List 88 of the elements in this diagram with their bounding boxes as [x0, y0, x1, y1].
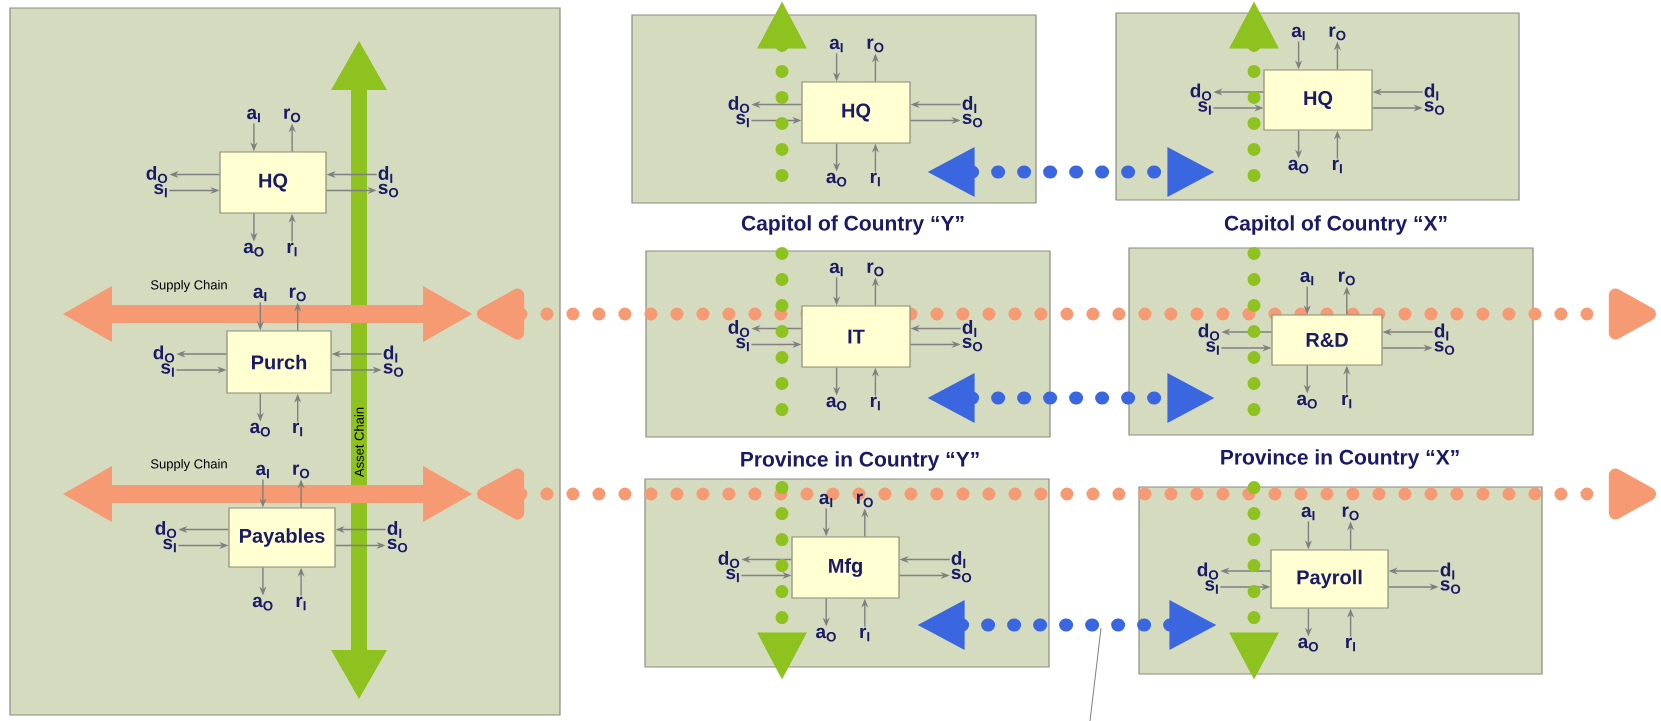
edge-label: d$_{I}$	[962, 320, 977, 337]
edge-label: r$_{O}$	[1338, 271, 1355, 286]
process-box: HQ	[1263, 69, 1373, 131]
edge-label: r$_{O}$	[1329, 26, 1346, 41]
edge-label: d$_{O}$	[146, 165, 168, 184]
edge-label: a$_{I}$	[253, 287, 267, 302]
edge-label: a$_{I}$	[1291, 26, 1305, 41]
process-box: Purch	[226, 330, 332, 394]
edge-label: d$_{I}$	[1434, 323, 1449, 341]
edge-label: r$_{I}$	[287, 242, 297, 257]
edge-label: a$_{I}$	[819, 493, 833, 508]
edge-label: s$_{I}$	[1206, 341, 1219, 355]
edge-label: s$_{I}$	[154, 183, 167, 198]
edge-label: a$_{I}$	[256, 464, 269, 479]
edge-label: s$_{O}$	[962, 113, 983, 128]
edge-label: s$_{I}$	[1198, 101, 1211, 115]
panel-caption: Capitol of Country “Y”	[739, 213, 967, 237]
edge-label: d$_{O}$	[153, 345, 175, 363]
edge-label: r$_{O}$	[1342, 506, 1359, 521]
edge-label: r$_{I}$	[870, 396, 880, 411]
edge-label: s$_{I}$	[163, 538, 176, 553]
edge-label: r$_{O}$	[856, 493, 873, 508]
process-box: R&D	[1271, 314, 1383, 366]
edge-label: s$_{I}$	[161, 363, 174, 377]
edge-label: d$_{O}$	[718, 550, 740, 569]
edge-label: a$_{O}$	[1288, 159, 1309, 174]
edge-label: d$_{O}$	[155, 520, 177, 539]
process-box: Payables	[228, 507, 336, 568]
edge-label: r$_{O}$	[289, 287, 306, 302]
edge-label: d$_{I}$	[1424, 83, 1439, 101]
edge-label: d$_{O}$	[1197, 562, 1219, 580]
edge-label: s$_{I}$	[736, 113, 749, 128]
process-box: Mfg	[791, 536, 900, 599]
edge-label: a$_{O}$	[252, 596, 273, 611]
chain-label: Supply Chain	[150, 458, 227, 472]
edge-label: d$_{O}$	[1198, 323, 1220, 341]
edge-label: d$_{O}$	[728, 95, 750, 114]
process-box: IT	[801, 305, 911, 368]
edge-label: r$_{I}$	[870, 172, 880, 187]
edge-label: s$_{I}$	[726, 568, 739, 583]
edge-label: d$_{I}$	[962, 96, 977, 113]
process-box: HQ	[801, 81, 911, 144]
edge-label: d$_{O}$	[728, 319, 750, 338]
edge-label: a$_{O}$	[816, 627, 836, 642]
edge-label: a$_{O}$	[826, 172, 847, 187]
edge-label: a$_{I}$	[247, 108, 260, 123]
edge-label: a$_{O}$	[1297, 394, 1317, 409]
chain-label: Asset Chain	[354, 407, 364, 477]
edge-label: r$_{I}$	[1332, 159, 1342, 174]
edge-label: d$_{O}$	[1190, 83, 1212, 101]
process-box: Payroll	[1270, 549, 1389, 609]
edge-label: s$_{O}$	[378, 183, 399, 198]
edge-label: r$_{O}$	[867, 262, 884, 277]
edge-label: r$_{I}$	[293, 422, 303, 437]
edge-label: s$_{I}$	[736, 337, 749, 352]
edge-label: a$_{I}$	[829, 262, 843, 277]
edge-label: r$_{O}$	[293, 464, 310, 479]
edge-label: s$_{O}$	[951, 568, 972, 583]
edge-label: a$_{O}$	[250, 422, 270, 437]
edge-label: r$_{O}$	[867, 38, 884, 53]
edge-label: a$_{O}$	[1298, 637, 1319, 652]
panel-caption: Capitol of Country “X”	[1222, 213, 1450, 237]
edge-label: a$_{O}$	[826, 396, 847, 411]
edge-label: r$_{I}$	[860, 627, 870, 642]
edge-label: d$_{I}$	[1440, 562, 1455, 580]
chain-label: Supply Chain	[150, 279, 227, 293]
edge-label: d$_{I}$	[951, 551, 966, 568]
edge-label: d$_{I}$	[378, 166, 393, 183]
edge-label: a$_{I}$	[1301, 506, 1315, 521]
edge-label: a$_{I}$	[829, 38, 843, 53]
panel-caption: Province in Country “Y”	[737, 449, 983, 473]
edge-label: r$_{O}$	[284, 108, 301, 123]
edge-label: r$_{I}$	[296, 596, 306, 611]
process-box: HQ	[219, 151, 327, 214]
edge-label: d$_{I}$	[387, 521, 402, 538]
edge-label: r$_{I}$	[1342, 394, 1352, 409]
edge-label: s$_{I}$	[1205, 580, 1218, 594]
edge-label: s$_{O}$	[962, 337, 983, 352]
edge-label: s$_{O}$	[1434, 341, 1455, 355]
edge-label: a$_{I}$	[1300, 271, 1314, 286]
edge-label: s$_{O}$	[383, 363, 404, 377]
edge-label: d$_{I}$	[383, 345, 398, 363]
edge-label: r$_{I}$	[1346, 637, 1355, 652]
panel-caption: Province in Country “X”	[1217, 447, 1463, 471]
edge-label: s$_{O}$	[387, 538, 408, 553]
edge-label: a$_{O}$	[243, 242, 264, 257]
edge-label: s$_{O}$	[1440, 580, 1461, 594]
edge-label: s$_{O}$	[1424, 101, 1445, 115]
